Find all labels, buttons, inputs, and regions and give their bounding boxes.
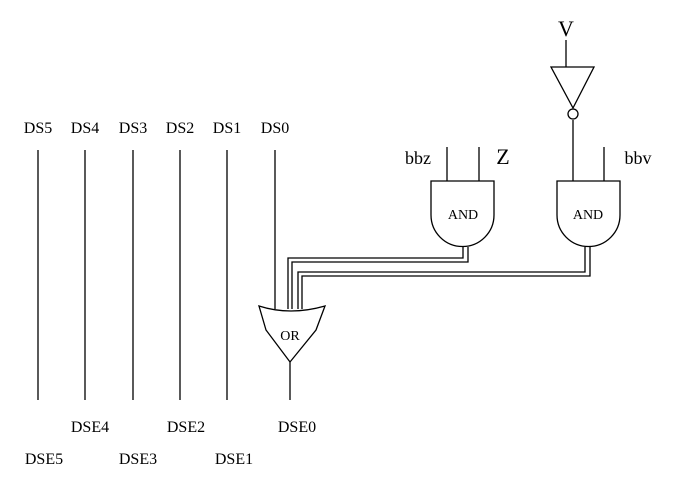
label-dse4: DSE4: [71, 419, 109, 436]
label-bbz: bbz: [405, 148, 431, 168]
label-ds4: DS4: [71, 120, 99, 137]
label-dse3: DSE3: [119, 451, 157, 468]
label-dse5: DSE5: [25, 451, 63, 468]
or-gate-label: OR: [280, 329, 300, 344]
label-ds2: DS2: [166, 120, 194, 137]
wire-and1-out-outer: [287, 247, 464, 309]
and-gate-1: [430, 180, 495, 248]
label-dse2: DSE2: [167, 419, 205, 436]
not-gate: [549, 66, 596, 110]
and-gate-2-label: AND: [573, 208, 603, 223]
and-gate-1-label: AND: [448, 208, 478, 223]
not-gate-bubble: [567, 108, 579, 120]
label-ds0: DS0: [261, 120, 289, 137]
label-ds5: DS5: [24, 120, 52, 137]
wire-and2-out-inner: [301, 247, 591, 309]
label-bbv: bbv: [625, 148, 652, 168]
label-dse0: DSE0: [278, 419, 316, 436]
and-gate-2: [556, 180, 621, 248]
label-ds1: DS1: [213, 120, 241, 137]
label-ds3: DS3: [119, 120, 147, 137]
label-v: V: [558, 16, 574, 41]
label-dse1: DSE1: [215, 451, 253, 468]
label-z: Z: [496, 144, 509, 169]
wire-and1-out-inner: [291, 247, 469, 309]
or-gate: [258, 305, 327, 364]
wire-and2-out-outer: [297, 247, 586, 309]
